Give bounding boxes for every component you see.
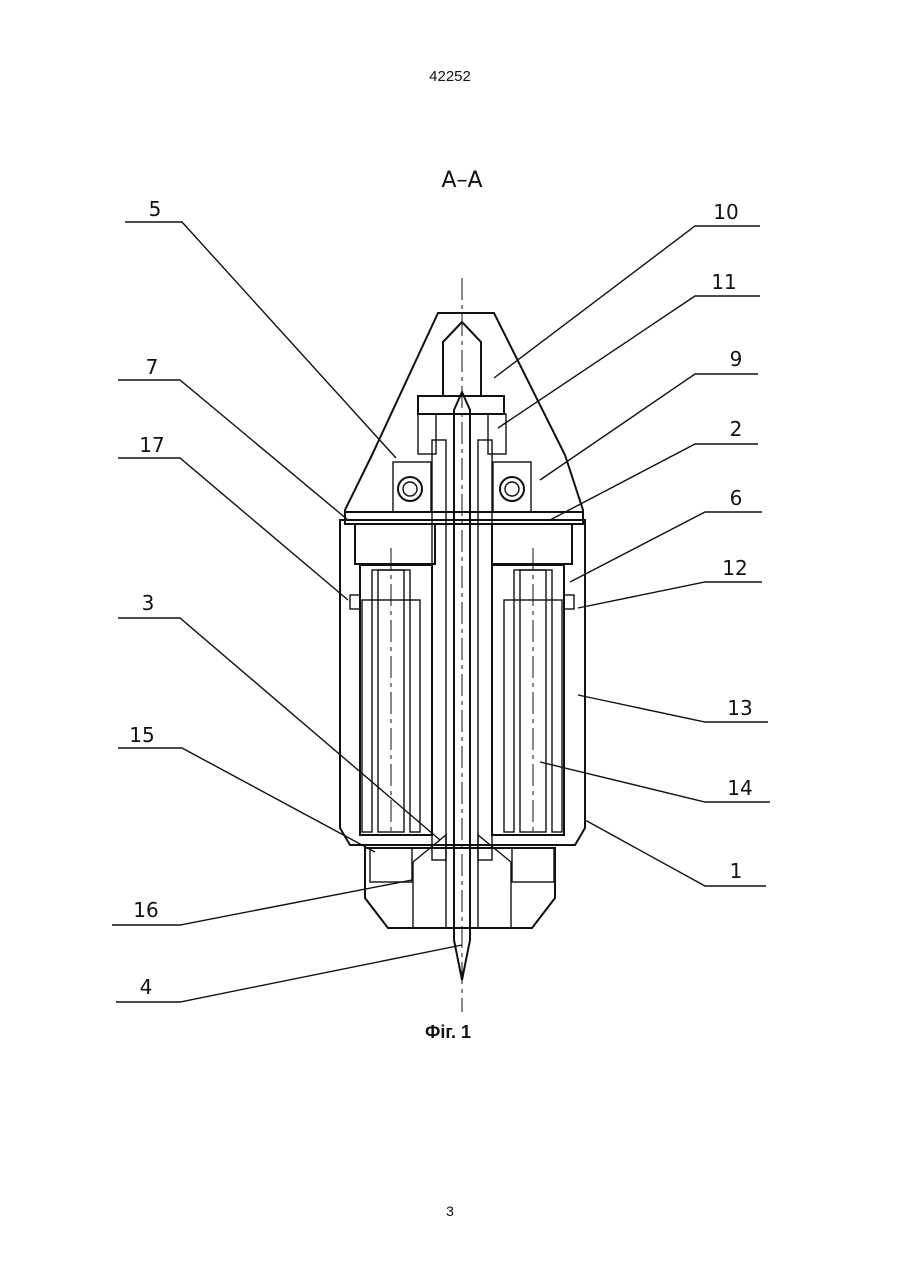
label-12: 12 [722,556,747,580]
label-9: 9 [730,347,743,371]
section-label: A–A [441,168,482,193]
label-14: 14 [727,776,752,800]
device-cross-section [340,278,585,1012]
label-7: 7 [146,355,159,379]
label-5: 5 [149,197,162,221]
page-number: 3 [0,1203,900,1219]
label-2: 2 [730,417,743,441]
label-6: 6 [730,486,743,510]
label-3: 3 [142,591,155,615]
leader-lines [112,222,770,1002]
label-1: 1 [730,859,743,883]
label-4: 4 [140,975,153,999]
label-15: 15 [129,723,154,747]
label-16: 16 [133,898,158,922]
label-13: 13 [727,696,752,720]
label-17: 17 [139,433,164,457]
figure-caption: Фіг. 1 [425,1022,471,1042]
label-11: 11 [711,270,736,294]
label-10: 10 [713,200,738,224]
